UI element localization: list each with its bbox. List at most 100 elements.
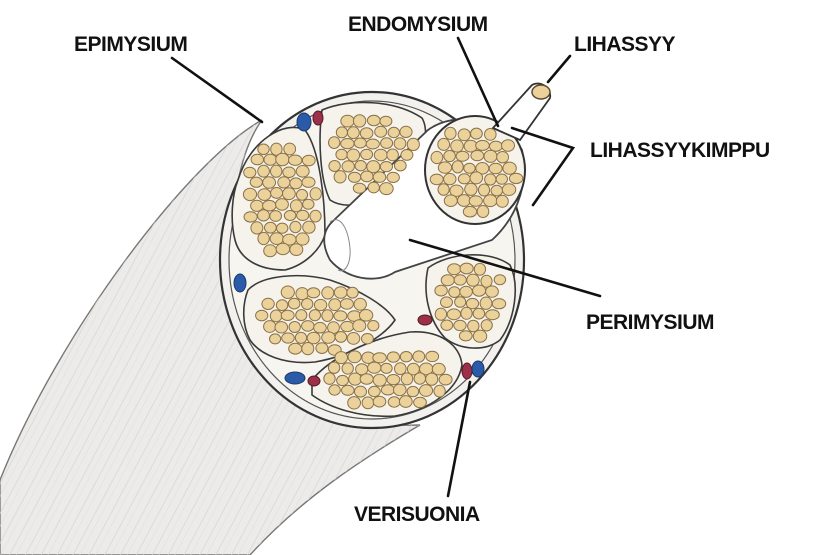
muscle-fiber	[502, 140, 515, 152]
muscle-fiber	[334, 287, 347, 299]
muscle-fiber	[381, 363, 392, 373]
artery	[462, 363, 472, 379]
label-endomysium: ENDOMYSIUM	[348, 14, 488, 35]
muscle-fiber	[485, 174, 496, 185]
muscle-fiber	[473, 285, 486, 296]
muscle-fiber	[251, 154, 263, 165]
label-perimysium: PERIMYSIUM	[586, 312, 714, 333]
muscle-fiber	[435, 308, 446, 320]
muscle-fiber	[282, 333, 295, 343]
muscle-fiber	[473, 330, 486, 342]
muscle-fiber	[380, 183, 394, 195]
muscle-fiber	[361, 171, 373, 182]
muscle-fiber	[303, 199, 314, 209]
leader-epimysium	[172, 58, 262, 122]
muscle-fiber	[484, 150, 497, 162]
muscle-fiber	[258, 144, 269, 155]
muscle-fiber	[452, 161, 463, 173]
muscle-fiber	[289, 343, 302, 354]
muscle-fiber	[243, 188, 256, 200]
muscle-fiber	[458, 174, 470, 184]
muscle-fiber	[307, 332, 320, 344]
muscle-fiber	[368, 386, 380, 396]
muscle-fiber	[400, 126, 412, 137]
muscle-fiber	[381, 138, 393, 149]
muscle-fiber	[477, 206, 489, 218]
vein	[234, 274, 246, 292]
muscle-fiber	[476, 140, 490, 150]
muscle-fiber	[478, 184, 489, 196]
muscle-fiber	[473, 308, 485, 319]
muscle-fiber	[262, 298, 274, 309]
muscle-fiber	[348, 172, 360, 182]
muscle-fiber	[360, 374, 373, 384]
muscle-fiber	[265, 222, 277, 233]
muscle-fiber	[441, 320, 453, 330]
muscle-fiber	[336, 127, 347, 138]
muscle-fiber	[444, 173, 456, 184]
leader-endomysium	[458, 38, 498, 126]
muscle-fiber	[509, 173, 522, 183]
muscle-fiber	[328, 362, 339, 373]
muscle-fiber	[465, 183, 477, 195]
muscle-fiber	[276, 300, 287, 311]
muscle-fiber	[244, 212, 257, 222]
muscle-fiber	[496, 174, 507, 184]
muscle-fiber	[302, 299, 313, 310]
lihassyy-tip	[532, 85, 550, 99]
muscle-fiber	[341, 139, 354, 149]
muscle-fiber	[334, 171, 346, 183]
muscle-fiber	[354, 138, 366, 148]
muscle-fiber	[441, 275, 454, 286]
muscle-fiber	[468, 320, 479, 332]
muscle-fiber	[310, 188, 321, 200]
muscle-fiber	[289, 322, 300, 333]
muscle-fiber	[400, 352, 412, 362]
muscle-fiber	[474, 263, 485, 275]
muscle-fiber	[270, 310, 282, 322]
muscle-fiber	[283, 188, 296, 200]
muscle-fiber	[419, 385, 432, 397]
muscle-fiber	[271, 165, 282, 177]
muscle-fiber	[264, 245, 277, 257]
muscle-fiber	[444, 150, 456, 161]
muscle-fiber	[445, 127, 456, 139]
muscle-fiber	[303, 221, 315, 233]
muscle-fiber	[258, 232, 269, 244]
muscle-fiber	[290, 221, 301, 232]
muscle-fiber	[258, 165, 270, 177]
muscle-fiber	[360, 128, 373, 139]
muscle-fiber	[470, 172, 483, 184]
muscle-fiber	[467, 274, 479, 286]
muscle-fiber	[278, 177, 290, 188]
muscle-fiber	[394, 384, 407, 396]
muscle-fiber	[484, 195, 497, 207]
muscle-fiber	[342, 385, 355, 395]
muscle-fiber	[283, 167, 295, 178]
muscle-fiber	[381, 385, 394, 395]
muscle-fiber	[302, 343, 314, 355]
muscle-fiber	[458, 129, 470, 141]
muscle-fiber	[401, 373, 413, 385]
muscle-fiber	[394, 138, 406, 150]
muscle-fiber	[348, 351, 361, 363]
muscle-fiber	[491, 185, 503, 196]
label-lihassyykimppu: LIHASSYYKIMPPU	[590, 140, 770, 161]
muscle-fiber	[373, 353, 387, 363]
muscle-fiber	[492, 299, 505, 309]
muscle-fiber	[263, 177, 276, 189]
muscle-fiber	[441, 297, 453, 308]
muscle-fiber	[485, 129, 497, 141]
muscle-fiber	[335, 332, 347, 343]
muscle-fiber	[296, 288, 309, 300]
artery	[418, 315, 432, 325]
muscle-fiber	[435, 285, 447, 296]
muscle-fiber	[438, 162, 451, 173]
muscle-fiber	[373, 374, 386, 386]
muscle-fiber	[464, 163, 475, 173]
muscle-fiber	[329, 385, 340, 395]
muscle-fiber	[431, 151, 443, 163]
muscle-fiber	[314, 299, 326, 310]
muscle-fiber	[496, 195, 508, 207]
muscle-fiber	[302, 321, 314, 332]
